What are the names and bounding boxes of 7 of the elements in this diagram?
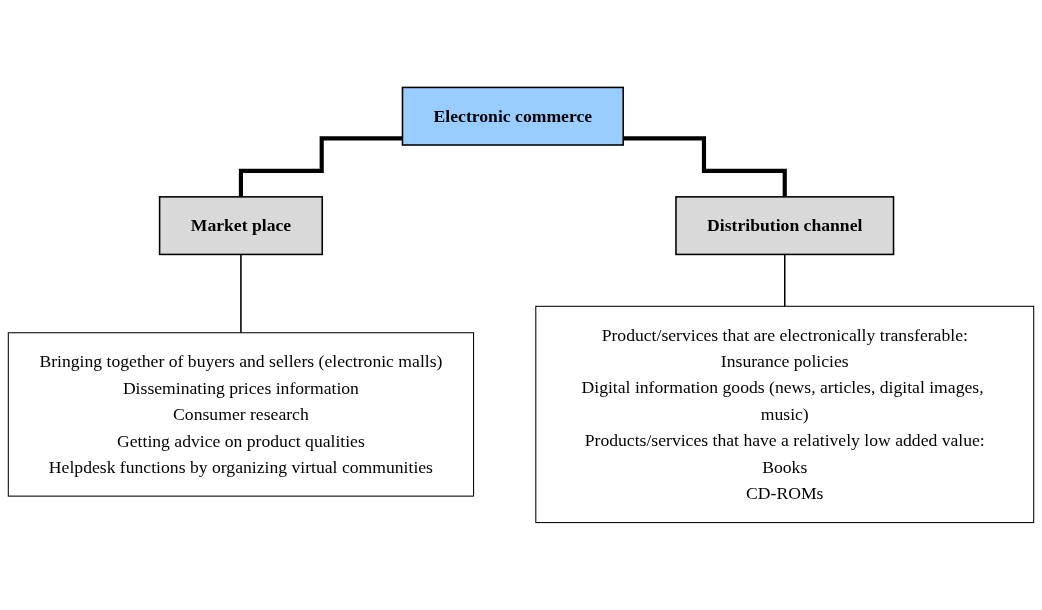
node-box: Electronic commerce — [401, 86, 624, 146]
node-box: Market place — [158, 196, 323, 256]
connector — [783, 253, 786, 308]
node-box: Bringing together of buyers and sellers (electronic malls) Disseminating prices information Consumer research Getting advice on product qualities Helpdesk functions by organizing virtual communities — [7, 332, 475, 497]
node-box: Distribution channel — [675, 196, 895, 256]
node-box: Product/services that are electronically transferable: Insurance policies Digital information goods (news, articles, digital images, music) Products/services that have a relatively low added value: Books CD-ROMs — [535, 305, 1035, 524]
connector — [240, 253, 242, 334]
